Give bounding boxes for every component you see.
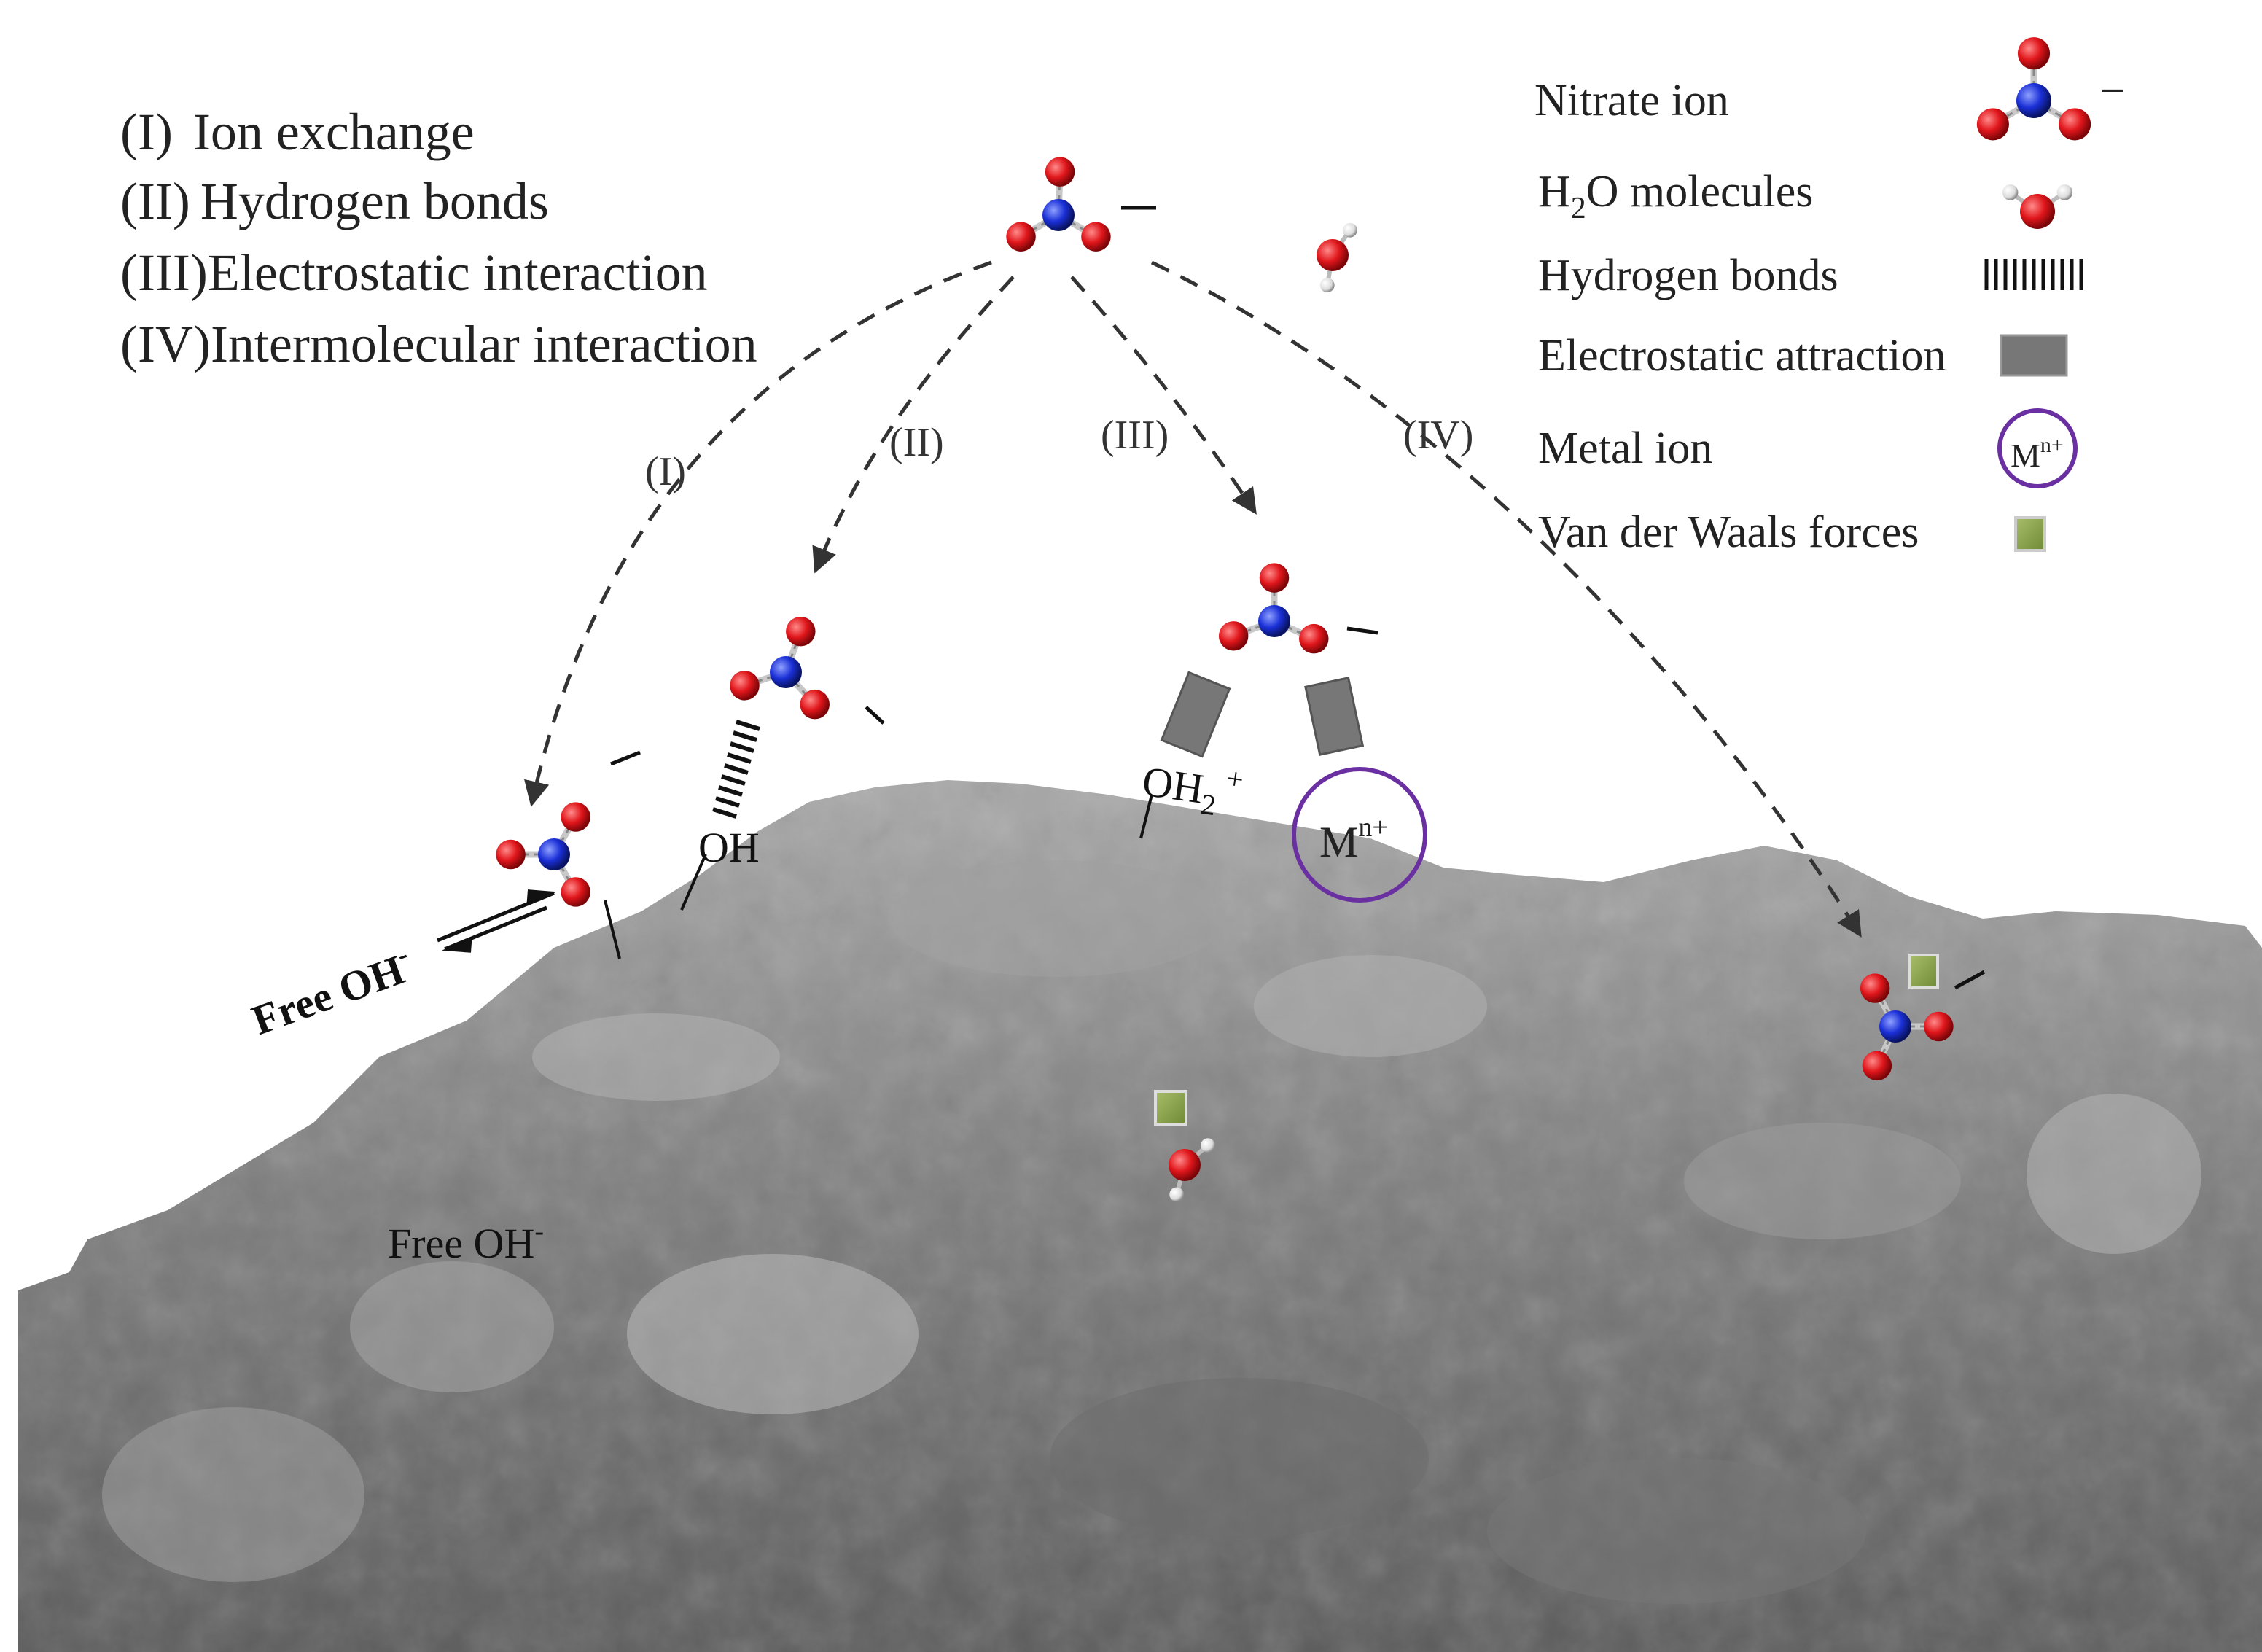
nitrate-ion-exchange bbox=[496, 750, 641, 907]
free-oh-label-surface: Free OH- bbox=[388, 1216, 544, 1267]
surface-grains bbox=[102, 860, 2201, 1604]
charge-sign bbox=[610, 750, 641, 766]
svg-text:Mn+: Mn+ bbox=[2011, 433, 2064, 474]
legend-label-vdw: Van der Waals forces bbox=[1538, 507, 1919, 557]
oxygen-atom bbox=[1924, 1011, 1954, 1042]
legend-vdw-icon bbox=[2014, 516, 2046, 552]
oxygen-atom bbox=[2059, 108, 2091, 141]
metal-ion-surface: Mn+ bbox=[1292, 767, 1427, 903]
molecules-layer bbox=[496, 37, 2091, 1202]
oxygen-atom bbox=[1081, 222, 1111, 252]
legend-label-h2o: H2O molecules bbox=[1538, 167, 1813, 225]
charge-sign bbox=[1954, 970, 1986, 990]
h2o-molecule-top bbox=[1317, 222, 1357, 293]
oxygen-atom bbox=[1976, 108, 2009, 141]
oxygen-atom bbox=[561, 877, 590, 907]
vdw-marker bbox=[1908, 954, 1939, 989]
oxygen-atom bbox=[800, 689, 830, 720]
oxygen-atom bbox=[561, 802, 590, 832]
oxygen-atom bbox=[1862, 1051, 1892, 1081]
mechanism-item: (III)Electrostatic interaction bbox=[120, 243, 708, 302]
hydrogen-atom bbox=[1343, 222, 1357, 238]
nitrogen-atom bbox=[1042, 199, 1075, 231]
nitrate-ion-hbond bbox=[730, 616, 885, 725]
oxygen-atom bbox=[1218, 621, 1249, 651]
hydrogen-atom bbox=[1319, 278, 1335, 293]
mechanism-item: (IV)Intermolecular interaction bbox=[120, 315, 757, 373]
nitrogen-atom bbox=[538, 838, 570, 870]
legend-label-metal: Metal ion bbox=[1538, 424, 1712, 473]
hydrogen-atom bbox=[1201, 1138, 1215, 1153]
nitrate-ion-vdw bbox=[1860, 970, 1986, 1081]
charge-sign bbox=[865, 706, 885, 725]
route-labels: (I) (II) (III) (IV) bbox=[645, 413, 1473, 494]
electrostatic-blocks bbox=[1160, 671, 1365, 758]
charge-sign bbox=[1346, 626, 1378, 635]
oxygen-atom bbox=[1317, 239, 1349, 271]
route-label-iv: (IV) bbox=[1403, 413, 1473, 458]
hydrogen-atom bbox=[1169, 1187, 1185, 1202]
oxygen-atom bbox=[1169, 1149, 1201, 1181]
oxygen-atom bbox=[2017, 37, 2051, 70]
legend-hbond-icon bbox=[1984, 259, 2083, 290]
legend-electrostatic-icon bbox=[2000, 334, 2068, 377]
legend-nitrate-charge: − bbox=[2099, 66, 2125, 116]
nitrogen-atom bbox=[1258, 605, 1290, 637]
nitrate-ion-top bbox=[1006, 157, 1156, 252]
oxygen-atom bbox=[730, 671, 760, 701]
nitrogen-atom bbox=[2016, 83, 2051, 118]
oxygen-atom bbox=[2020, 194, 2055, 229]
legend-label-nitrate: Nitrate ion bbox=[1534, 76, 1729, 125]
hydrogen-atom bbox=[2002, 184, 2019, 200]
mechanism-item: (I)Ion exchange bbox=[120, 103, 475, 161]
nitrogen-atom bbox=[1879, 1010, 1911, 1043]
vdw-marker bbox=[1154, 1090, 1187, 1126]
free-oh-label-bound: Free OH- bbox=[245, 939, 419, 1044]
hydrogen-atom bbox=[2056, 184, 2073, 200]
oxygen-atom bbox=[1045, 157, 1075, 187]
oxygen-atom bbox=[786, 616, 816, 647]
oh-label: OH bbox=[698, 824, 760, 871]
legend-label-electrostatic: Electrostatic attraction bbox=[1538, 331, 1946, 381]
legend-h2o-icon bbox=[2002, 184, 2073, 229]
oxygen-atom bbox=[496, 839, 526, 870]
mechanism-list: (I)Ion exchange (II)Hydrogen bonds (III)… bbox=[120, 103, 757, 373]
nitrate-ion-electrostatic bbox=[1218, 563, 1378, 654]
mechanism-item: (II)Hydrogen bonds bbox=[120, 172, 549, 230]
route-label-ii: (II) bbox=[889, 420, 944, 465]
route-arrow-iv bbox=[1150, 260, 1862, 938]
route-arrow-iii bbox=[1070, 276, 1257, 515]
nitrogen-atom bbox=[770, 656, 802, 688]
oxygen-atom bbox=[1006, 222, 1036, 252]
route-arrow-ii bbox=[812, 276, 1015, 574]
legend: Nitrate ion H2O molecules Hydrogen bonds… bbox=[1534, 66, 2125, 557]
hydrogen-bond-hatch bbox=[712, 720, 760, 819]
legend-nitrate-icon bbox=[1976, 37, 2091, 141]
legend-metal-icon: Mn+ bbox=[1997, 408, 2078, 488]
h2o-molecule-surface bbox=[1169, 1138, 1215, 1202]
oxygen-atom bbox=[1299, 623, 1329, 654]
oxygen-atom bbox=[1259, 563, 1290, 593]
legend-label-hbond: Hydrogen bonds bbox=[1538, 251, 1838, 300]
route-label-iii: (III) bbox=[1101, 413, 1169, 458]
route-arrow-i bbox=[524, 260, 992, 807]
equilibrium-arrows bbox=[437, 889, 558, 953]
porous-surface bbox=[18, 780, 2262, 1652]
svg-text:Mn+: Mn+ bbox=[1319, 812, 1388, 866]
oxygen-atom bbox=[1860, 973, 1890, 1003]
surface-connectors bbox=[604, 794, 1153, 959]
route-arrows bbox=[524, 260, 1862, 938]
route-label-i: (I) bbox=[645, 449, 686, 494]
